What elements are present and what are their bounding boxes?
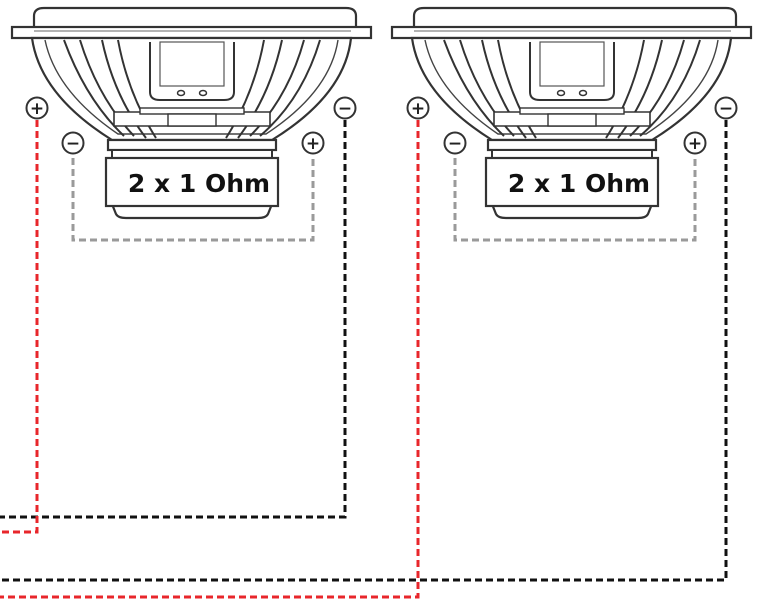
- subwoofer-left-label-box: [104, 156, 280, 208]
- subwoofer-right: 2 x 1 Ohm: [390, 6, 753, 220]
- minus-terminal-icon: [61, 131, 85, 155]
- plus-terminal-icon: [406, 96, 430, 120]
- terminal-sign: −: [448, 134, 462, 154]
- terminal-left-inner-negative: −: [61, 131, 85, 155]
- terminal-left-outer-negative: −: [333, 96, 357, 120]
- minus-terminal-icon: [714, 96, 738, 120]
- subwoofer-right-label-box: [484, 156, 660, 208]
- plus-terminal-icon: [683, 131, 707, 155]
- minus-terminal-icon: [333, 96, 357, 120]
- terminal-sign: −: [338, 99, 352, 119]
- plus-terminal-icon: [25, 96, 49, 120]
- terminal-right-inner-negative: −: [443, 131, 467, 155]
- terminal-left-outer-positive: +: [25, 96, 49, 120]
- positive-wire-right: [0, 120, 420, 599]
- minus-terminal-icon: [443, 131, 467, 155]
- jumper-wire-right: [453, 158, 697, 242]
- terminal-right-outer-negative: −: [714, 96, 738, 120]
- terminal-sign: +: [411, 99, 425, 119]
- terminal-sign: +: [306, 134, 320, 154]
- terminal-right-inner-positive: +: [683, 131, 707, 155]
- terminal-sign: +: [688, 134, 702, 154]
- subwoofer-left-label: 2 x 1 Ohm: [128, 169, 270, 198]
- terminal-right-outer-positive: +: [406, 96, 430, 120]
- negative-wire-left: [0, 120, 347, 519]
- jumper-wire-left: [71, 158, 315, 242]
- terminal-left-inner-positive: +: [301, 131, 325, 155]
- terminal-sign: −: [719, 99, 733, 119]
- subwoofer-left: 2 x 1 Ohm: [10, 6, 373, 220]
- positive-wire-left: [0, 120, 39, 534]
- terminal-sign: −: [66, 134, 80, 154]
- plus-terminal-icon: [301, 131, 325, 155]
- subwoofer-right-label: 2 x 1 Ohm: [508, 169, 650, 198]
- terminal-sign: +: [30, 99, 44, 119]
